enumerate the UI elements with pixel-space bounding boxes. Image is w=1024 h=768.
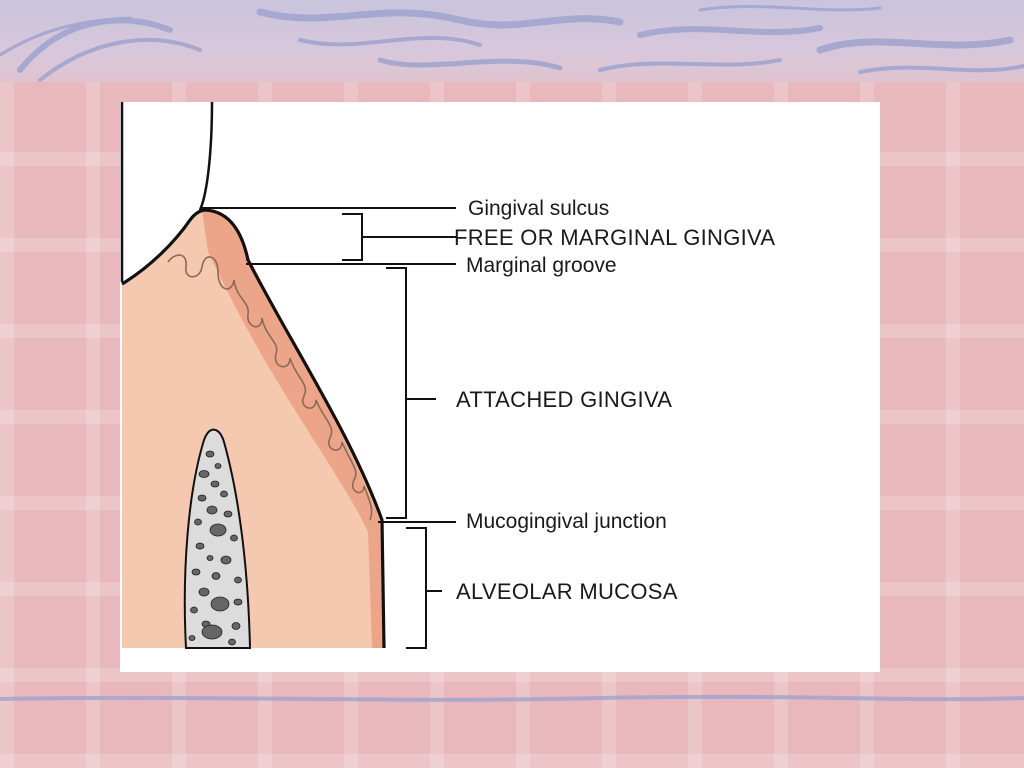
label-gingival-sulcus: Gingival sulcus bbox=[468, 197, 610, 220]
label-mucogingival-junction: Mucogingival junction bbox=[466, 510, 667, 533]
bracket-alveolar-mucosa bbox=[406, 527, 442, 649]
wave-decoration bbox=[0, 4, 1024, 82]
gingiva-outline bbox=[121, 208, 386, 649]
label-alveolar-mucosa: ALVEOLAR MUCOSA bbox=[456, 579, 678, 604]
label-free-marginal-gingiva: FREE OR MARGINAL GINGIVA bbox=[454, 225, 776, 250]
label-marginal-groove: Marginal groove bbox=[466, 254, 617, 277]
label-attached-gingiva: ATTACHED GINGIVA bbox=[456, 387, 673, 412]
bracket-attached-gingiva bbox=[386, 267, 436, 519]
gingiva-illustration bbox=[120, 102, 456, 649]
tooth-crown-outline bbox=[120, 102, 214, 282]
slide-bottom-wave bbox=[0, 692, 1024, 706]
slide-top-band bbox=[0, 0, 1024, 82]
gingiva-diagram: Gingival sulcus FREE OR MARGINAL GINGIVA… bbox=[120, 102, 880, 672]
bracket-free-gingiva bbox=[342, 213, 456, 261]
rete-pegs-line bbox=[167, 254, 373, 521]
bone-trabeculae bbox=[188, 450, 243, 646]
